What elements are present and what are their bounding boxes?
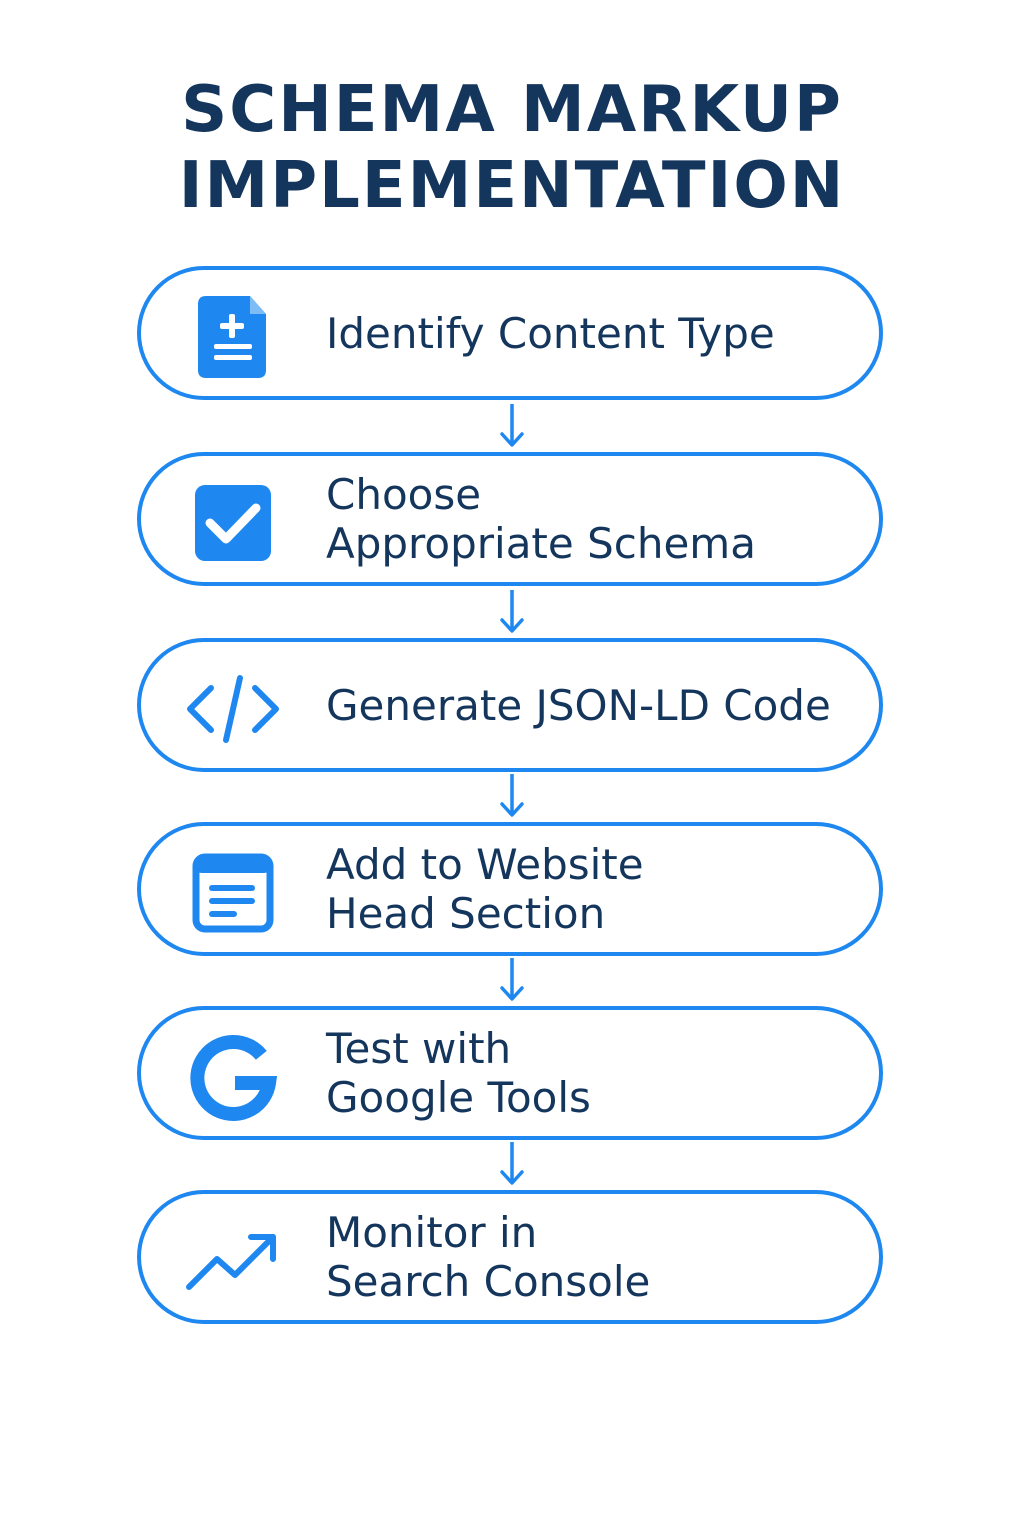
trending-up-icon (185, 1216, 281, 1306)
step-label-line: Add to Website (326, 840, 644, 889)
step-label-line: Google Tools (326, 1073, 591, 1122)
step-label: Identify Content Type (326, 270, 775, 396)
step-choose-schema: Choose Appropriate Schema (137, 452, 883, 586)
web-page-icon (185, 848, 281, 938)
title-line-1: SCHEMA MARKUP (181, 73, 843, 147)
step-label: Test with Google Tools (326, 1010, 591, 1136)
flow-arrow (500, 1142, 524, 1185)
diagram-title: SCHEMA MARKUP IMPLEMENTATION (0, 72, 1024, 224)
step-label: Generate JSON-LD Code (326, 642, 831, 768)
step-monitor-search-console: Monitor in Search Console (137, 1190, 883, 1324)
step-generate-json-ld: Generate JSON-LD Code (137, 638, 883, 772)
flow-arrow (500, 404, 524, 447)
checkbox-check-icon (185, 478, 281, 568)
google-g-icon (185, 1032, 281, 1122)
step-label-line: Monitor in (326, 1208, 538, 1257)
step-add-to-head: Add to Website Head Section (137, 822, 883, 956)
step-identify-content-type: Identify Content Type (137, 266, 883, 400)
flow-arrow (500, 774, 524, 817)
title-line-2: IMPLEMENTATION (178, 149, 846, 223)
step-label-line: Test with (326, 1024, 512, 1073)
step-label-line: Identify Content Type (326, 308, 775, 358)
step-label-line: Appropriate Schema (326, 519, 756, 568)
flow-arrow (500, 590, 524, 633)
document-add-icon (185, 292, 281, 382)
step-label-line: Head Section (326, 889, 606, 938)
step-test-google-tools: Test with Google Tools (137, 1006, 883, 1140)
step-label: Choose Appropriate Schema (326, 456, 756, 582)
step-label-line: Search Console (326, 1257, 651, 1306)
code-icon (185, 664, 281, 754)
step-label: Monitor in Search Console (326, 1194, 650, 1320)
flow-arrow (500, 958, 524, 1001)
step-label-line: Choose (326, 470, 482, 519)
step-label: Add to Website Head Section (326, 826, 644, 952)
step-label-line: Generate JSON-LD Code (326, 680, 831, 730)
